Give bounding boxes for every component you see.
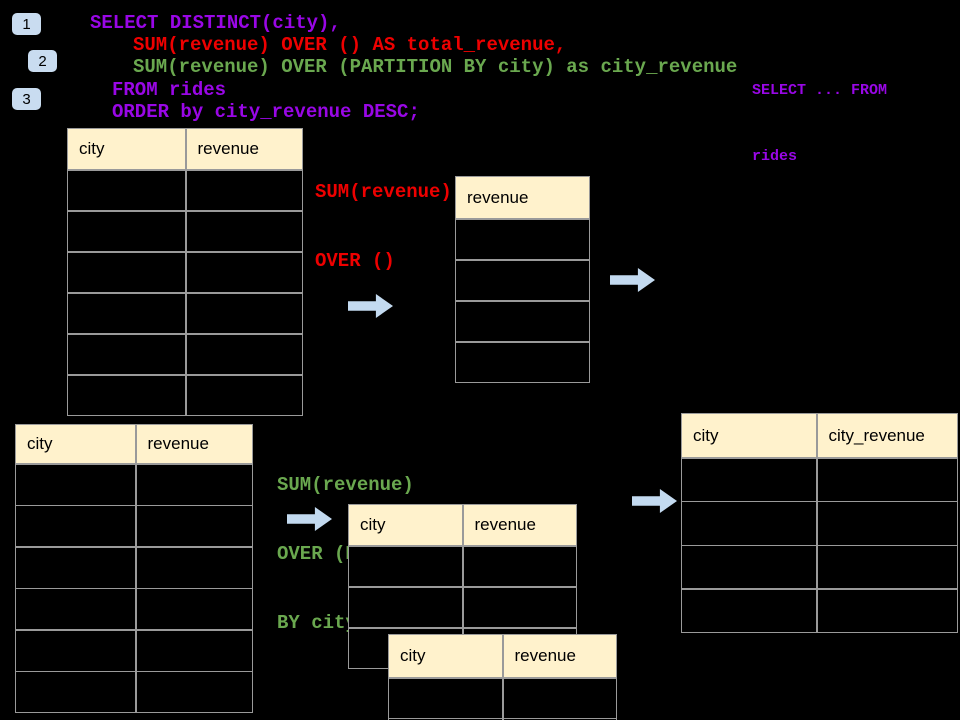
empty-table-cell bbox=[16, 464, 135, 505]
column-header: city bbox=[349, 505, 462, 545]
right-arrow-icon bbox=[610, 268, 655, 292]
empty-table-cell bbox=[68, 293, 185, 333]
empty-table-cell bbox=[16, 547, 135, 588]
empty-table-cell bbox=[503, 678, 616, 718]
side-note-select-from-rides: SELECT ... FROM rides bbox=[752, 36, 887, 212]
empty-table-cell bbox=[817, 546, 957, 589]
sql-line-from: FROM rides bbox=[112, 79, 227, 101]
empty-table-cell bbox=[456, 301, 589, 341]
empty-table-cell bbox=[186, 334, 302, 374]
empty-table-cell bbox=[463, 587, 576, 627]
column-header: revenue bbox=[186, 129, 302, 169]
empty-table-cell bbox=[68, 211, 185, 251]
step-badge-1: 1 bbox=[12, 13, 41, 35]
column-header: city_revenue bbox=[817, 414, 957, 457]
empty-table-cell bbox=[389, 678, 502, 718]
empty-table-cell bbox=[16, 672, 135, 712]
empty-table-cell bbox=[349, 587, 462, 627]
column-header: city bbox=[682, 414, 816, 457]
empty-table-cell bbox=[136, 464, 252, 505]
empty-table-cell bbox=[817, 458, 957, 501]
step-badge-2: 2 bbox=[28, 50, 57, 72]
step-badge-3: 3 bbox=[12, 88, 41, 110]
empty-table-cell bbox=[136, 672, 252, 712]
side-note-line-1: SELECT ... FROM bbox=[752, 82, 888, 99]
empty-table-cell bbox=[68, 375, 185, 415]
total-revenue-result-table: revenue bbox=[455, 176, 590, 383]
empty-table-cell bbox=[16, 506, 135, 546]
empty-table-cell bbox=[186, 170, 302, 210]
empty-table-cell bbox=[136, 506, 252, 546]
empty-table-cell bbox=[68, 170, 185, 210]
empty-table-cell bbox=[456, 260, 589, 300]
column-header: revenue bbox=[136, 425, 252, 463]
right-arrow-icon bbox=[632, 489, 677, 513]
empty-table-cell bbox=[817, 502, 957, 545]
empty-table-cell bbox=[456, 342, 589, 382]
empty-table-cell bbox=[456, 219, 589, 259]
empty-table-cell bbox=[68, 334, 185, 374]
empty-table-cell bbox=[68, 252, 185, 292]
empty-table-cell bbox=[186, 375, 302, 415]
empty-table-cell bbox=[136, 630, 252, 671]
empty-table-cell bbox=[136, 589, 252, 629]
empty-table-cell bbox=[136, 547, 252, 588]
column-header: revenue bbox=[463, 505, 576, 545]
label-sum-over-empty: SUM(revenue) OVER () bbox=[315, 135, 452, 319]
column-header: city bbox=[389, 635, 502, 677]
side-note-line-2: rides bbox=[752, 148, 798, 165]
empty-table-cell bbox=[16, 589, 135, 629]
empty-table-cell bbox=[682, 458, 816, 501]
empty-table-cell bbox=[682, 546, 816, 589]
label-line: OVER () bbox=[315, 250, 395, 272]
empty-table-cell bbox=[349, 546, 462, 586]
column-header: revenue bbox=[503, 635, 616, 677]
empty-table-cell bbox=[186, 293, 302, 333]
sql-line-sum-over-total: SUM(revenue) OVER () AS total_revenue, bbox=[133, 34, 567, 56]
empty-table-cell bbox=[682, 589, 816, 633]
label-line: SUM(revenue) bbox=[277, 474, 414, 496]
empty-table-cell bbox=[682, 502, 816, 545]
label-line: SUM(revenue) bbox=[315, 181, 452, 203]
column-header: revenue bbox=[456, 177, 589, 218]
sql-line-select-distinct: SELECT DISTINCT(city), bbox=[90, 12, 341, 34]
sql-line-sum-over-partition: SUM(revenue) OVER (PARTITION BY city) as… bbox=[133, 56, 738, 78]
sql-line-order-by: ORDER by city_revenue DESC; bbox=[112, 101, 420, 123]
empty-table-cell bbox=[186, 211, 302, 251]
empty-table-cell bbox=[463, 546, 576, 586]
empty-table-cell bbox=[16, 630, 135, 671]
column-header: city bbox=[16, 425, 135, 463]
column-header: city bbox=[68, 129, 185, 169]
empty-table-cell bbox=[817, 589, 957, 633]
empty-table-cell bbox=[186, 252, 302, 292]
